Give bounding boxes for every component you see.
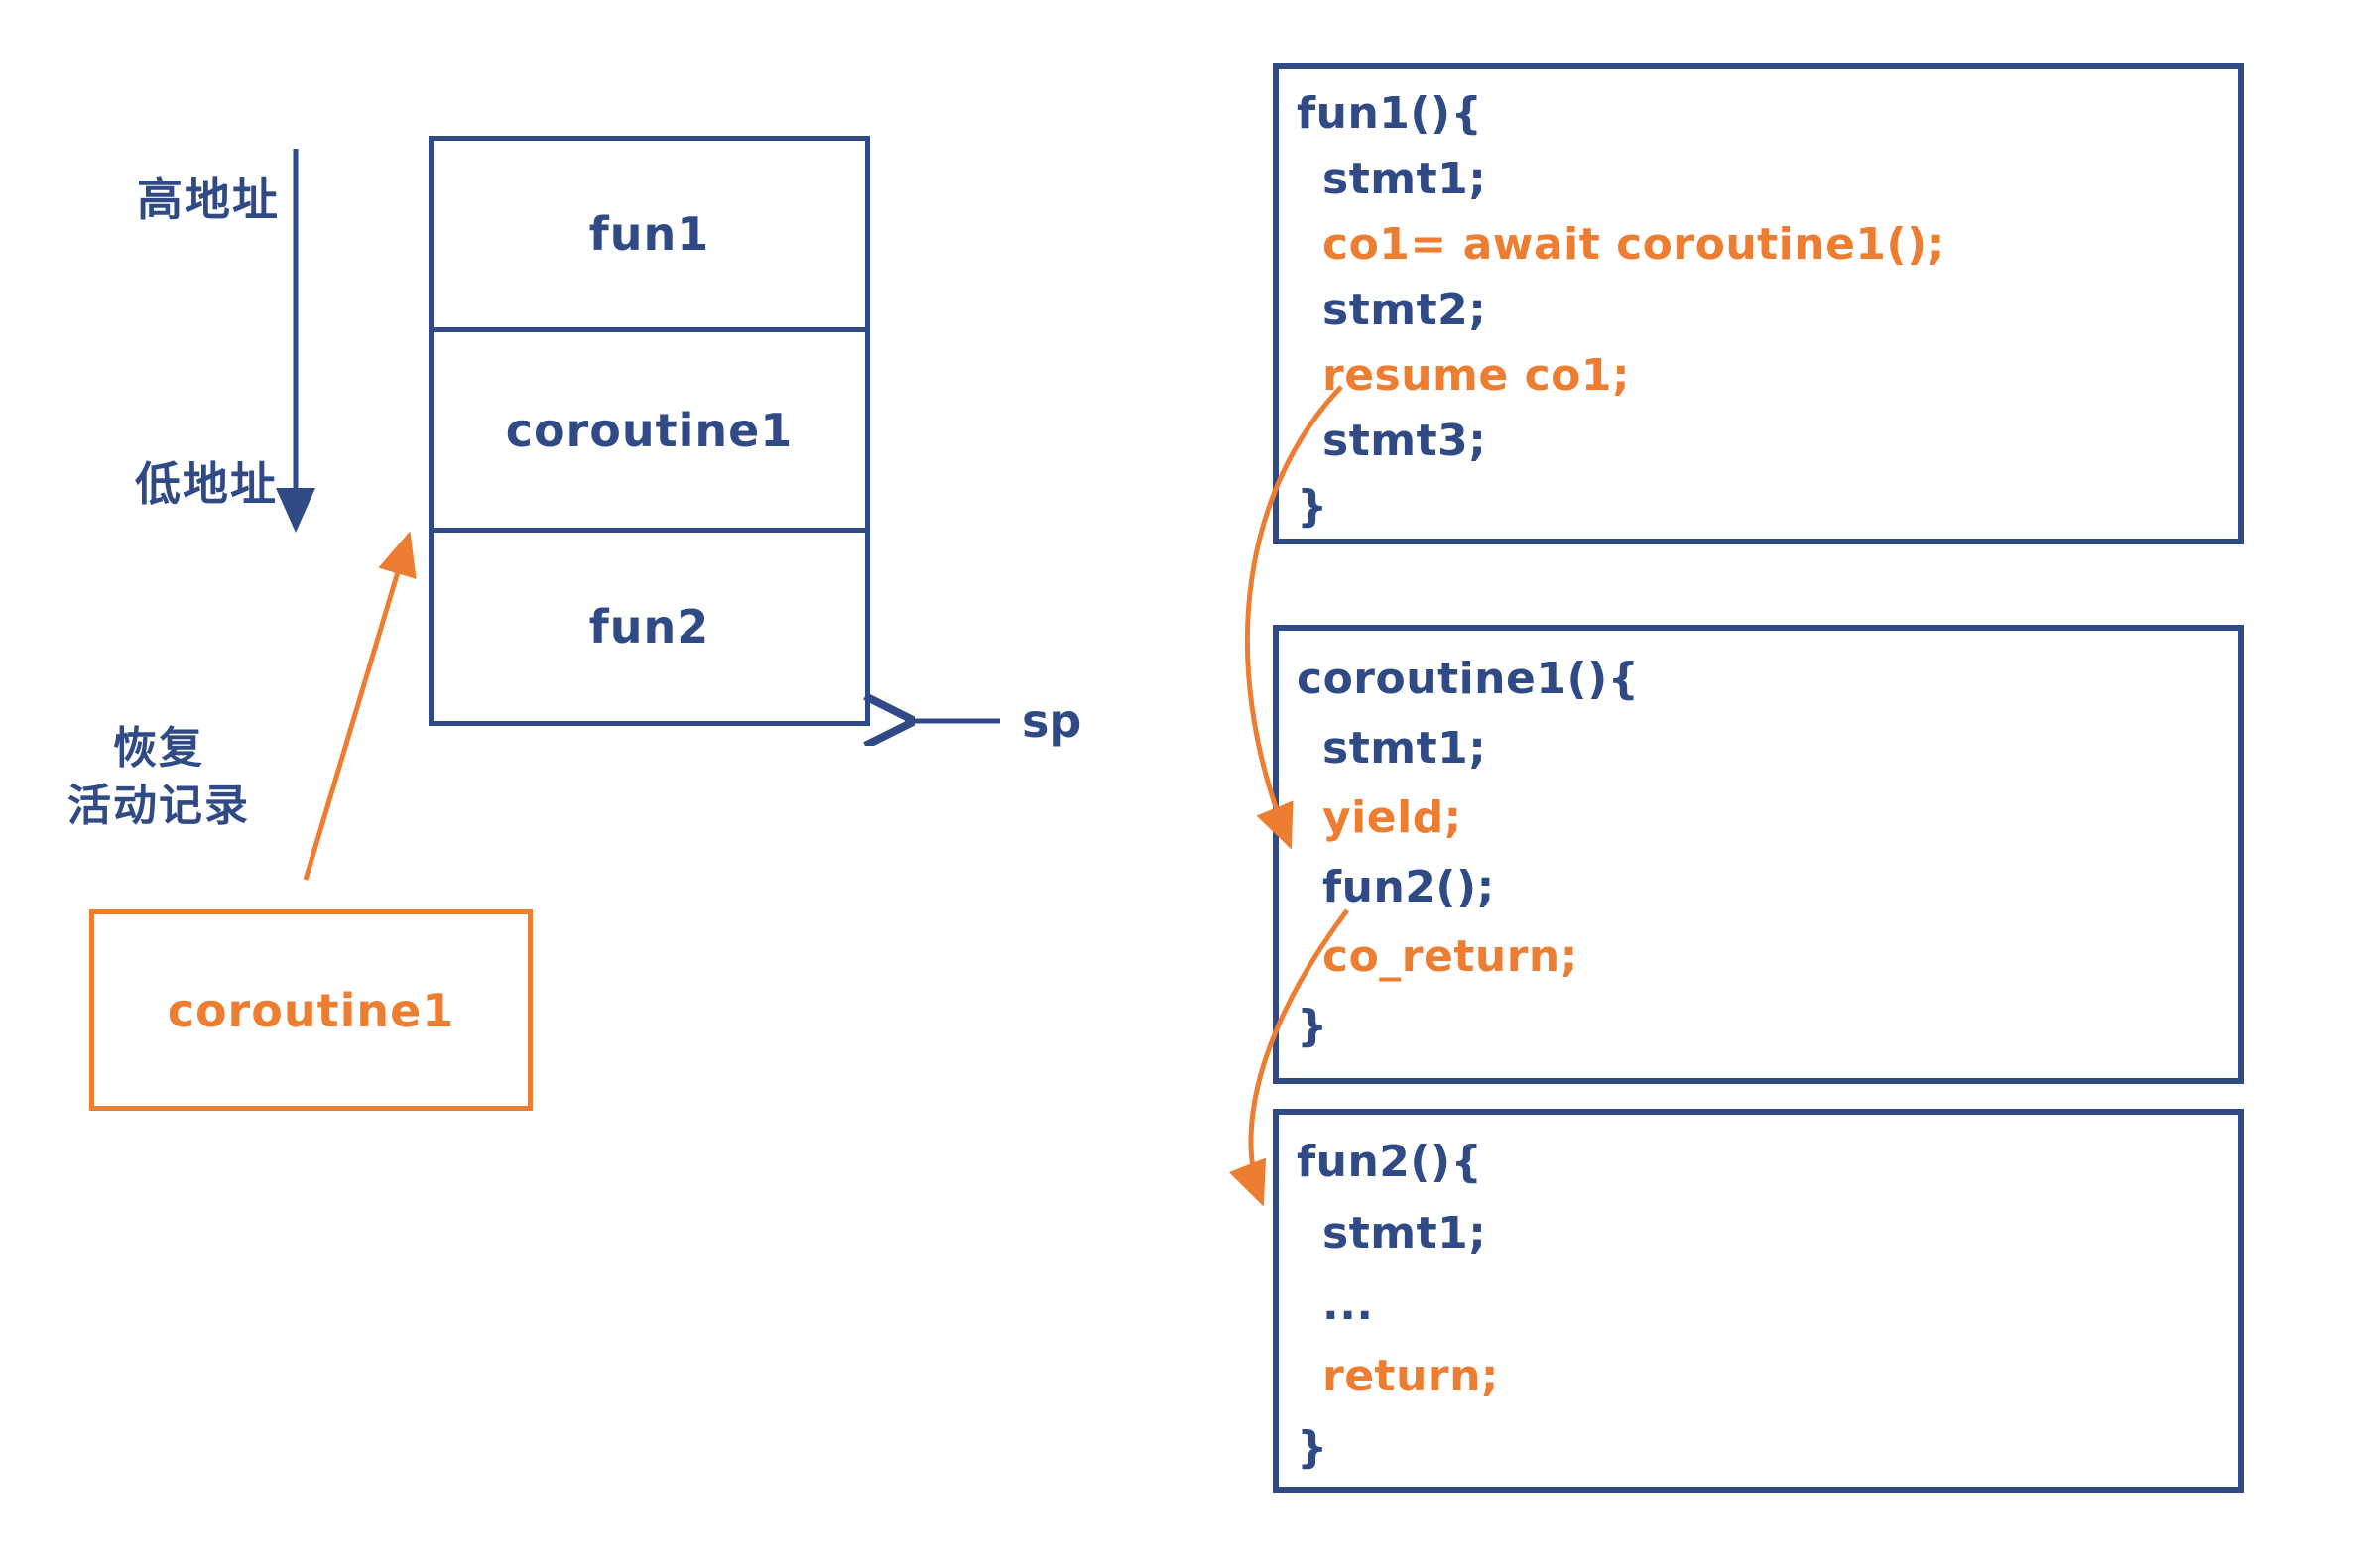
- code-line: stmt3;: [1322, 416, 1487, 466]
- code-line: co1= await coroutine1();: [1322, 219, 1945, 270]
- code-line: return;: [1322, 1351, 1500, 1401]
- code-line: stmt1;: [1322, 154, 1487, 204]
- code-line: coroutine1(){: [1297, 654, 1640, 704]
- stack-cell-fun2: fun2: [588, 600, 710, 654]
- saved-frame-label: coroutine1: [167, 983, 455, 1037]
- saved-coroutine-frame-box: coroutine1: [89, 909, 533, 1111]
- code-box-fun2: fun2(){ stmt1; ... return; }: [1273, 1109, 2244, 1493]
- code-box-fun1: fun1(){ stmt1; co1= await coroutine1(); …: [1273, 63, 2244, 544]
- code-line: yield;: [1322, 792, 1462, 843]
- code-line: }: [1297, 481, 1328, 532]
- restore-label-line2: 活动记录: [67, 781, 250, 831]
- code-line: stmt2;: [1322, 285, 1487, 335]
- code-line: resume co1;: [1322, 350, 1631, 401]
- code-line: }: [1297, 1422, 1328, 1473]
- code-box-coroutine1: coroutine1(){ stmt1; yield; fun2(); co_r…: [1273, 625, 2244, 1084]
- restore-activation-record-label: 恢复 活动记录: [30, 720, 288, 835]
- code-line: ...: [1322, 1279, 1374, 1330]
- code-line: stmt1;: [1322, 1208, 1487, 1259]
- code-line: fun1(){: [1297, 88, 1483, 139]
- sp-label: sp: [1022, 694, 1082, 748]
- code-line: fun2();: [1322, 862, 1495, 912]
- stack-cell-fun1: fun1: [434, 141, 865, 332]
- restore-label-line1: 恢复: [113, 723, 204, 774]
- stack-box: fun1 coroutine1 fun2: [429, 136, 870, 726]
- code-line: stmt1;: [1322, 723, 1487, 774]
- code-line: co_return;: [1322, 931, 1578, 982]
- code-line: fun2(){: [1297, 1137, 1483, 1187]
- code-line: }: [1297, 1001, 1328, 1051]
- restore-frame-arrow: [303, 531, 417, 881]
- low-address-label: 低地址: [135, 457, 278, 511]
- stack-cell-coroutine1: coroutine1: [434, 332, 865, 533]
- high-address-label: 高地址: [137, 173, 280, 226]
